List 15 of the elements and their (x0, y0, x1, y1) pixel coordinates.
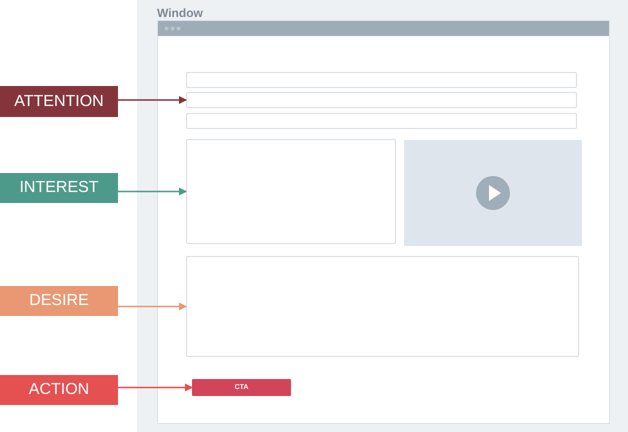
arrow (118, 302, 187, 310)
text-area (186, 139, 396, 244)
arrow (118, 188, 187, 196)
arrow (118, 96, 187, 104)
stage-label: DESIRE (0, 286, 118, 316)
stage-label: ATTENTION (0, 86, 118, 117)
text-area (186, 256, 579, 357)
stage-label: ACTION (0, 375, 118, 405)
window-title: Window (157, 6, 203, 20)
input-field (186, 113, 577, 129)
video-placeholder (404, 140, 582, 246)
stage-label: INTEREST (0, 173, 118, 203)
input-field (186, 92, 577, 108)
input-field (186, 72, 577, 88)
arrow (118, 384, 193, 392)
